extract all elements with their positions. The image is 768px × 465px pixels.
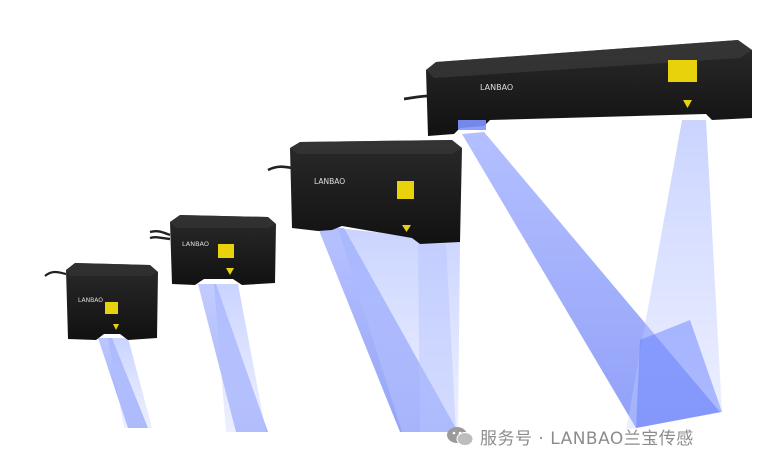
warning-label	[218, 244, 234, 258]
laser-beam-reflection	[418, 244, 456, 432]
laser-warning-icon	[402, 225, 411, 232]
brand-logo: LANBAO	[314, 177, 345, 186]
laser-warning-icon	[113, 324, 119, 330]
laser-warning-icon	[683, 100, 692, 108]
laser-beam-reflection	[214, 284, 266, 432]
sensor-medium: LANBAO	[149, 215, 276, 432]
watermark-text: 服务号 · LANBAO兰宝传感	[480, 428, 694, 449]
sensor-large: LANBAO	[267, 140, 462, 432]
sensor-cable	[44, 270, 67, 277]
laser-beam-reflection	[626, 120, 722, 430]
sensor-cable	[267, 165, 293, 172]
sensor-cable	[149, 230, 171, 237]
laser-beam-reflection	[338, 228, 460, 432]
wechat-icon	[447, 427, 474, 446]
sensor-body	[66, 263, 158, 340]
warning-label	[668, 60, 697, 82]
brand-logo: LANBAO	[78, 297, 103, 304]
warning-label	[105, 302, 118, 314]
sensor-xlarge: LANBAO	[403, 40, 752, 430]
laser-beam-reflection	[108, 338, 152, 428]
brand-logo: LANBAO	[480, 83, 513, 92]
brand-logo: LANBAO	[182, 240, 209, 248]
laser-warning-icon	[226, 268, 234, 275]
sensor-small: LANBAO	[44, 263, 158, 428]
sensor-cable	[403, 94, 429, 101]
watermark: 服务号 · LANBAO兰宝传感	[446, 422, 694, 450]
laser-beam-reflection	[636, 320, 722, 428]
sensor-body	[290, 140, 462, 244]
sensor-cable	[149, 235, 171, 241]
warning-label	[397, 181, 414, 199]
